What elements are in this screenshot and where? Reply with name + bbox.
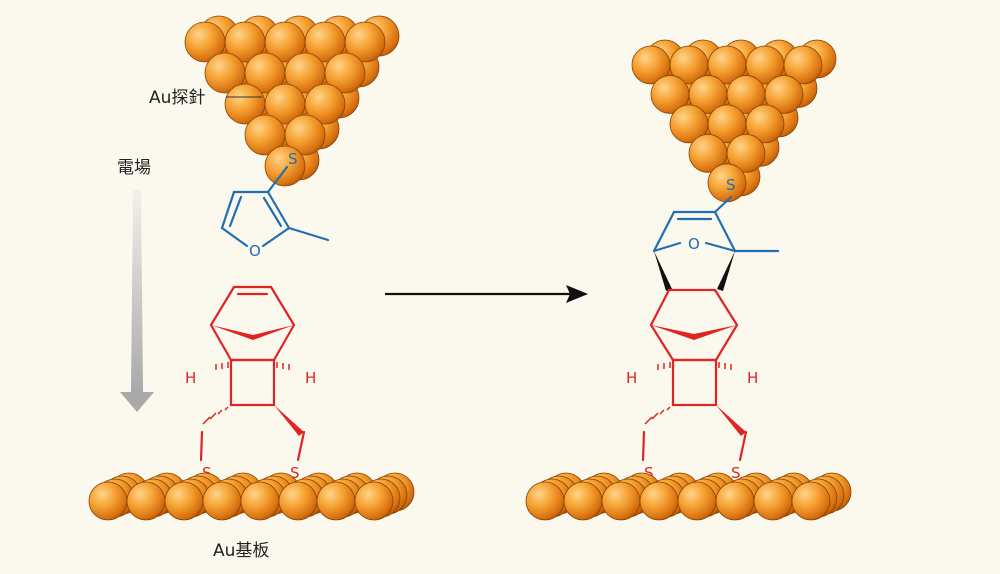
gold-atom <box>240 481 280 521</box>
hydrogen-right-b: H <box>747 369 758 387</box>
gold-atom <box>304 83 346 125</box>
hydrogen-left-a: H <box>185 369 196 387</box>
gold-atom <box>88 481 128 521</box>
hydrogen-right-a: H <box>626 369 637 387</box>
gold-atom <box>164 481 204 521</box>
black-wedge-a <box>654 251 672 291</box>
gold-atom <box>354 481 394 521</box>
oxabicyclic-adduct-blue <box>652 195 780 253</box>
furan-molecule-left <box>220 165 330 248</box>
gold-atom <box>344 21 386 63</box>
gold-atom <box>745 104 785 144</box>
cyclobutane-molecule-left <box>199 285 306 462</box>
bridge-wedge-left <box>211 325 294 340</box>
gold-atom <box>783 45 823 85</box>
reaction-arrow <box>385 285 588 303</box>
au-substrate-right <box>525 472 852 521</box>
field-arrow <box>120 190 154 412</box>
au-tip-right <box>631 39 837 203</box>
gold-atom <box>639 481 679 521</box>
gold-atom <box>278 481 318 521</box>
hydrogen-left-b: H <box>305 369 316 387</box>
gold-atom <box>264 145 306 187</box>
gold-atom <box>126 481 166 521</box>
wedge-bond-right <box>716 405 746 436</box>
gold-atom <box>202 481 242 521</box>
sulfur-right-a: S <box>644 464 654 482</box>
gold-atom <box>753 481 793 521</box>
cyclobutane-adduct-red <box>641 288 748 462</box>
gold-atom <box>791 481 831 521</box>
au-substrate-left <box>88 472 415 521</box>
tip-label: Au探針 <box>149 88 205 108</box>
gold-atom <box>764 75 804 114</box>
gold-atom <box>316 481 356 521</box>
gold-atom <box>715 481 755 521</box>
hashed-bonds-left <box>202 362 290 425</box>
hashed-bonds-right <box>644 362 732 425</box>
wedge-bond-left <box>274 405 304 436</box>
substrate-label: Au基板 <box>213 541 269 561</box>
au-tip-left <box>184 15 400 187</box>
gold-atom <box>601 481 641 521</box>
adduct-oxygen: O <box>688 235 700 253</box>
gold-atom <box>324 52 366 94</box>
tip-sulfur-right: S <box>726 176 736 194</box>
gold-atom <box>677 481 717 521</box>
tip-sulfur-left: S <box>288 150 298 168</box>
black-wedge-b <box>717 251 735 291</box>
sulfur-right-b: S <box>731 464 741 482</box>
gold-atom <box>563 481 603 521</box>
bridge-wedge-right <box>651 325 737 340</box>
field-label: 電場 <box>117 158 151 178</box>
sulfur-left-b: S <box>290 464 300 482</box>
gold-atom <box>726 133 766 173</box>
gold-atom <box>525 481 565 521</box>
furan-oxygen-left: O <box>249 242 261 260</box>
gold-atom <box>284 114 326 156</box>
